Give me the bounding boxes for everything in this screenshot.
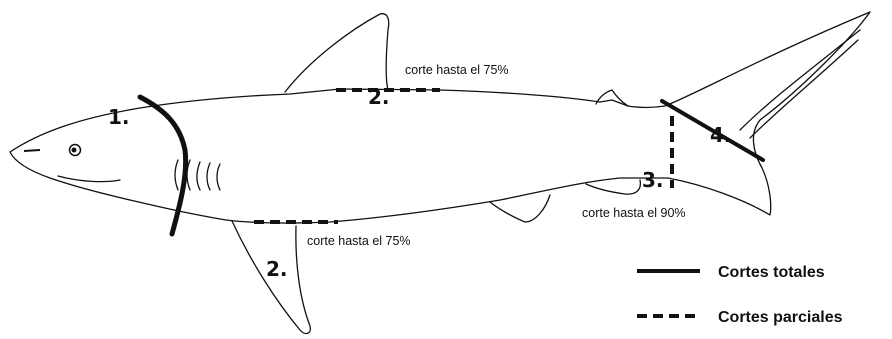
label-cut-3: 3. [642,168,664,192]
label-cut-2-dorsal: 2. [368,85,390,109]
pectoral-fin [231,220,311,335]
legend-solid-label: Cortes totales [718,264,825,281]
second-dorsal-fin [595,89,629,107]
cut-4-line [660,99,765,162]
note-dorsal: corte hasta el 75% [405,63,509,77]
legend: Cortes totales Cortes parciales [637,264,843,326]
label-cut-2-pectoral: 2. [266,257,288,281]
dorsal-fin [284,13,390,93]
label-cut-4: 4. [710,123,732,147]
shark-body-outline [9,11,871,224]
shark-mouth [57,175,121,183]
cut-1-line [137,94,189,237]
pelvic-fin [489,194,551,223]
tail-inner-line [739,29,861,131]
note-pectoral: corte hasta el 75% [307,234,411,248]
anal-fin [585,179,642,195]
label-cut-1: 1. [108,105,130,129]
shark-eye [68,143,82,157]
note-anal: corte hasta el 90% [582,206,686,220]
legend-dashed-label: Cortes parciales [718,309,843,326]
